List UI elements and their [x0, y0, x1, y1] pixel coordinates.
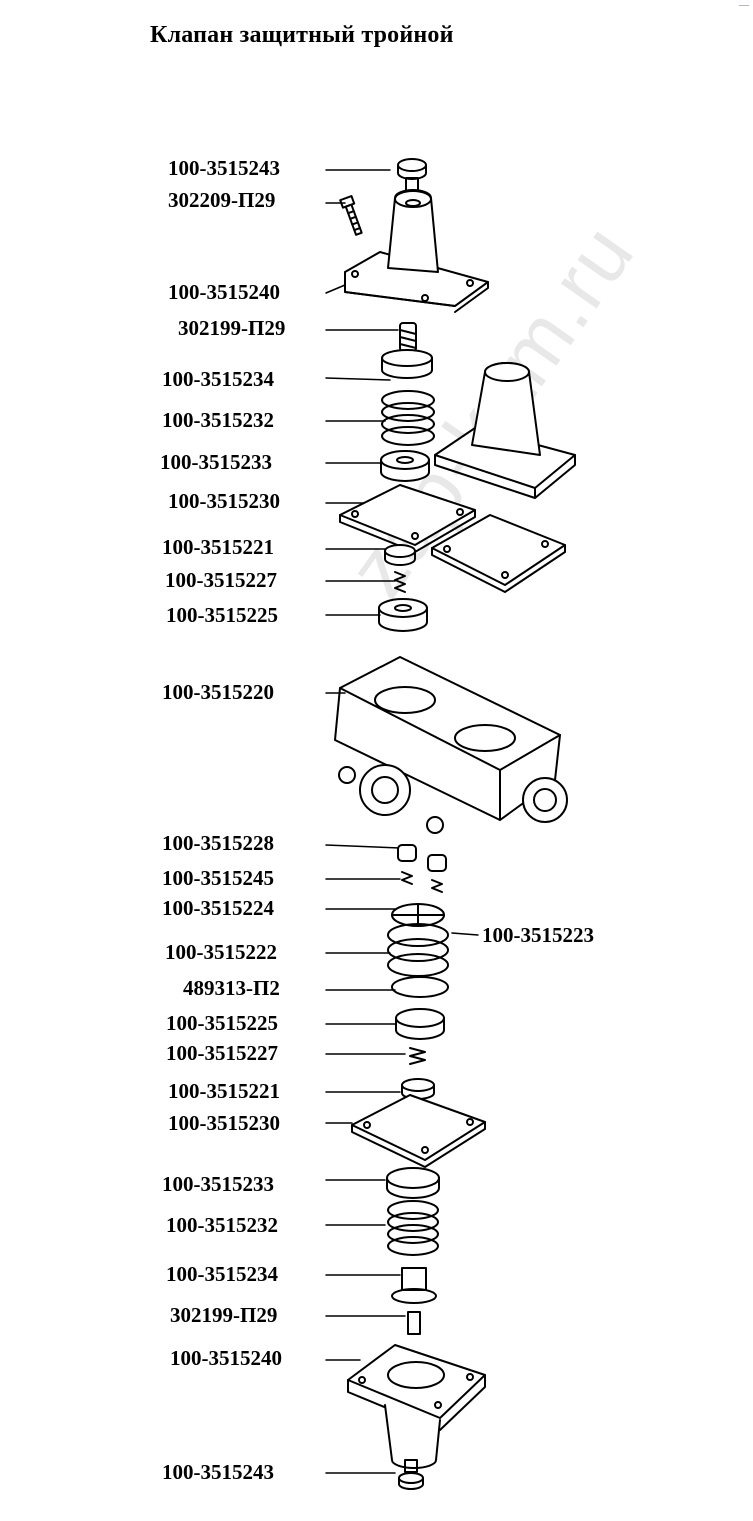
corner-mark: —	[739, 0, 749, 11]
bottom-bolt	[398, 1459, 424, 1490]
top-bolt	[397, 158, 427, 193]
part-label: 100-3515227	[165, 568, 277, 592]
part-label: 100-3515230	[168, 1111, 280, 1135]
part-label: 100-3515223	[482, 923, 594, 947]
part-label: 100-3515232	[166, 1213, 278, 1237]
valve-body	[334, 656, 568, 834]
lower-piston-stack	[387, 903, 449, 1100]
part-label: 100-3515245	[162, 866, 274, 890]
right-diaphragm	[431, 514, 566, 593]
part-label: 100-3515243	[162, 1460, 274, 1484]
part-label: 100-3515225	[166, 603, 278, 627]
part-label: 100-3515243	[168, 156, 280, 180]
part-label: 100-3515232	[162, 408, 274, 432]
part-label: 100-3515222	[165, 940, 277, 964]
part-label: 302209-П29	[168, 188, 276, 212]
upper-piston-stack	[380, 349, 435, 482]
part-label: 302199-П29	[170, 1303, 278, 1327]
part-label: 100-3515233	[162, 1172, 274, 1196]
upper-small-spring	[399, 322, 417, 352]
diagram-title: Клапан защитный тройной	[150, 22, 454, 48]
part-label: 100-3515234	[166, 1262, 278, 1286]
part-label: 302199-П29	[178, 316, 286, 340]
part-label: 100-3515221	[168, 1079, 280, 1103]
top-cover	[344, 189, 489, 313]
small-screw	[339, 195, 363, 236]
part-label: 100-3515240	[168, 280, 280, 304]
part-label: 100-3515228	[162, 831, 274, 855]
part-label: 100-3515230	[168, 489, 280, 513]
lower-cover	[347, 1344, 486, 1469]
part-label: 100-3515225	[166, 1011, 278, 1035]
lower-stack	[386, 1167, 440, 1335]
part-label: 100-3515234	[162, 367, 274, 391]
part-label: 100-3515221	[162, 535, 274, 559]
small-caps	[397, 844, 447, 893]
part-label: 100-3515227	[166, 1041, 278, 1065]
upper-valve	[378, 544, 428, 632]
part-label: 100-3515233	[160, 450, 272, 474]
lower-diaphragm	[351, 1094, 486, 1168]
part-label: 100-3515224	[162, 896, 274, 920]
part-label: 100-3515220	[162, 680, 274, 704]
part-label: 489313-П2	[183, 976, 280, 1000]
right-cover	[434, 362, 576, 499]
part-label: 100-3515240	[170, 1346, 282, 1370]
